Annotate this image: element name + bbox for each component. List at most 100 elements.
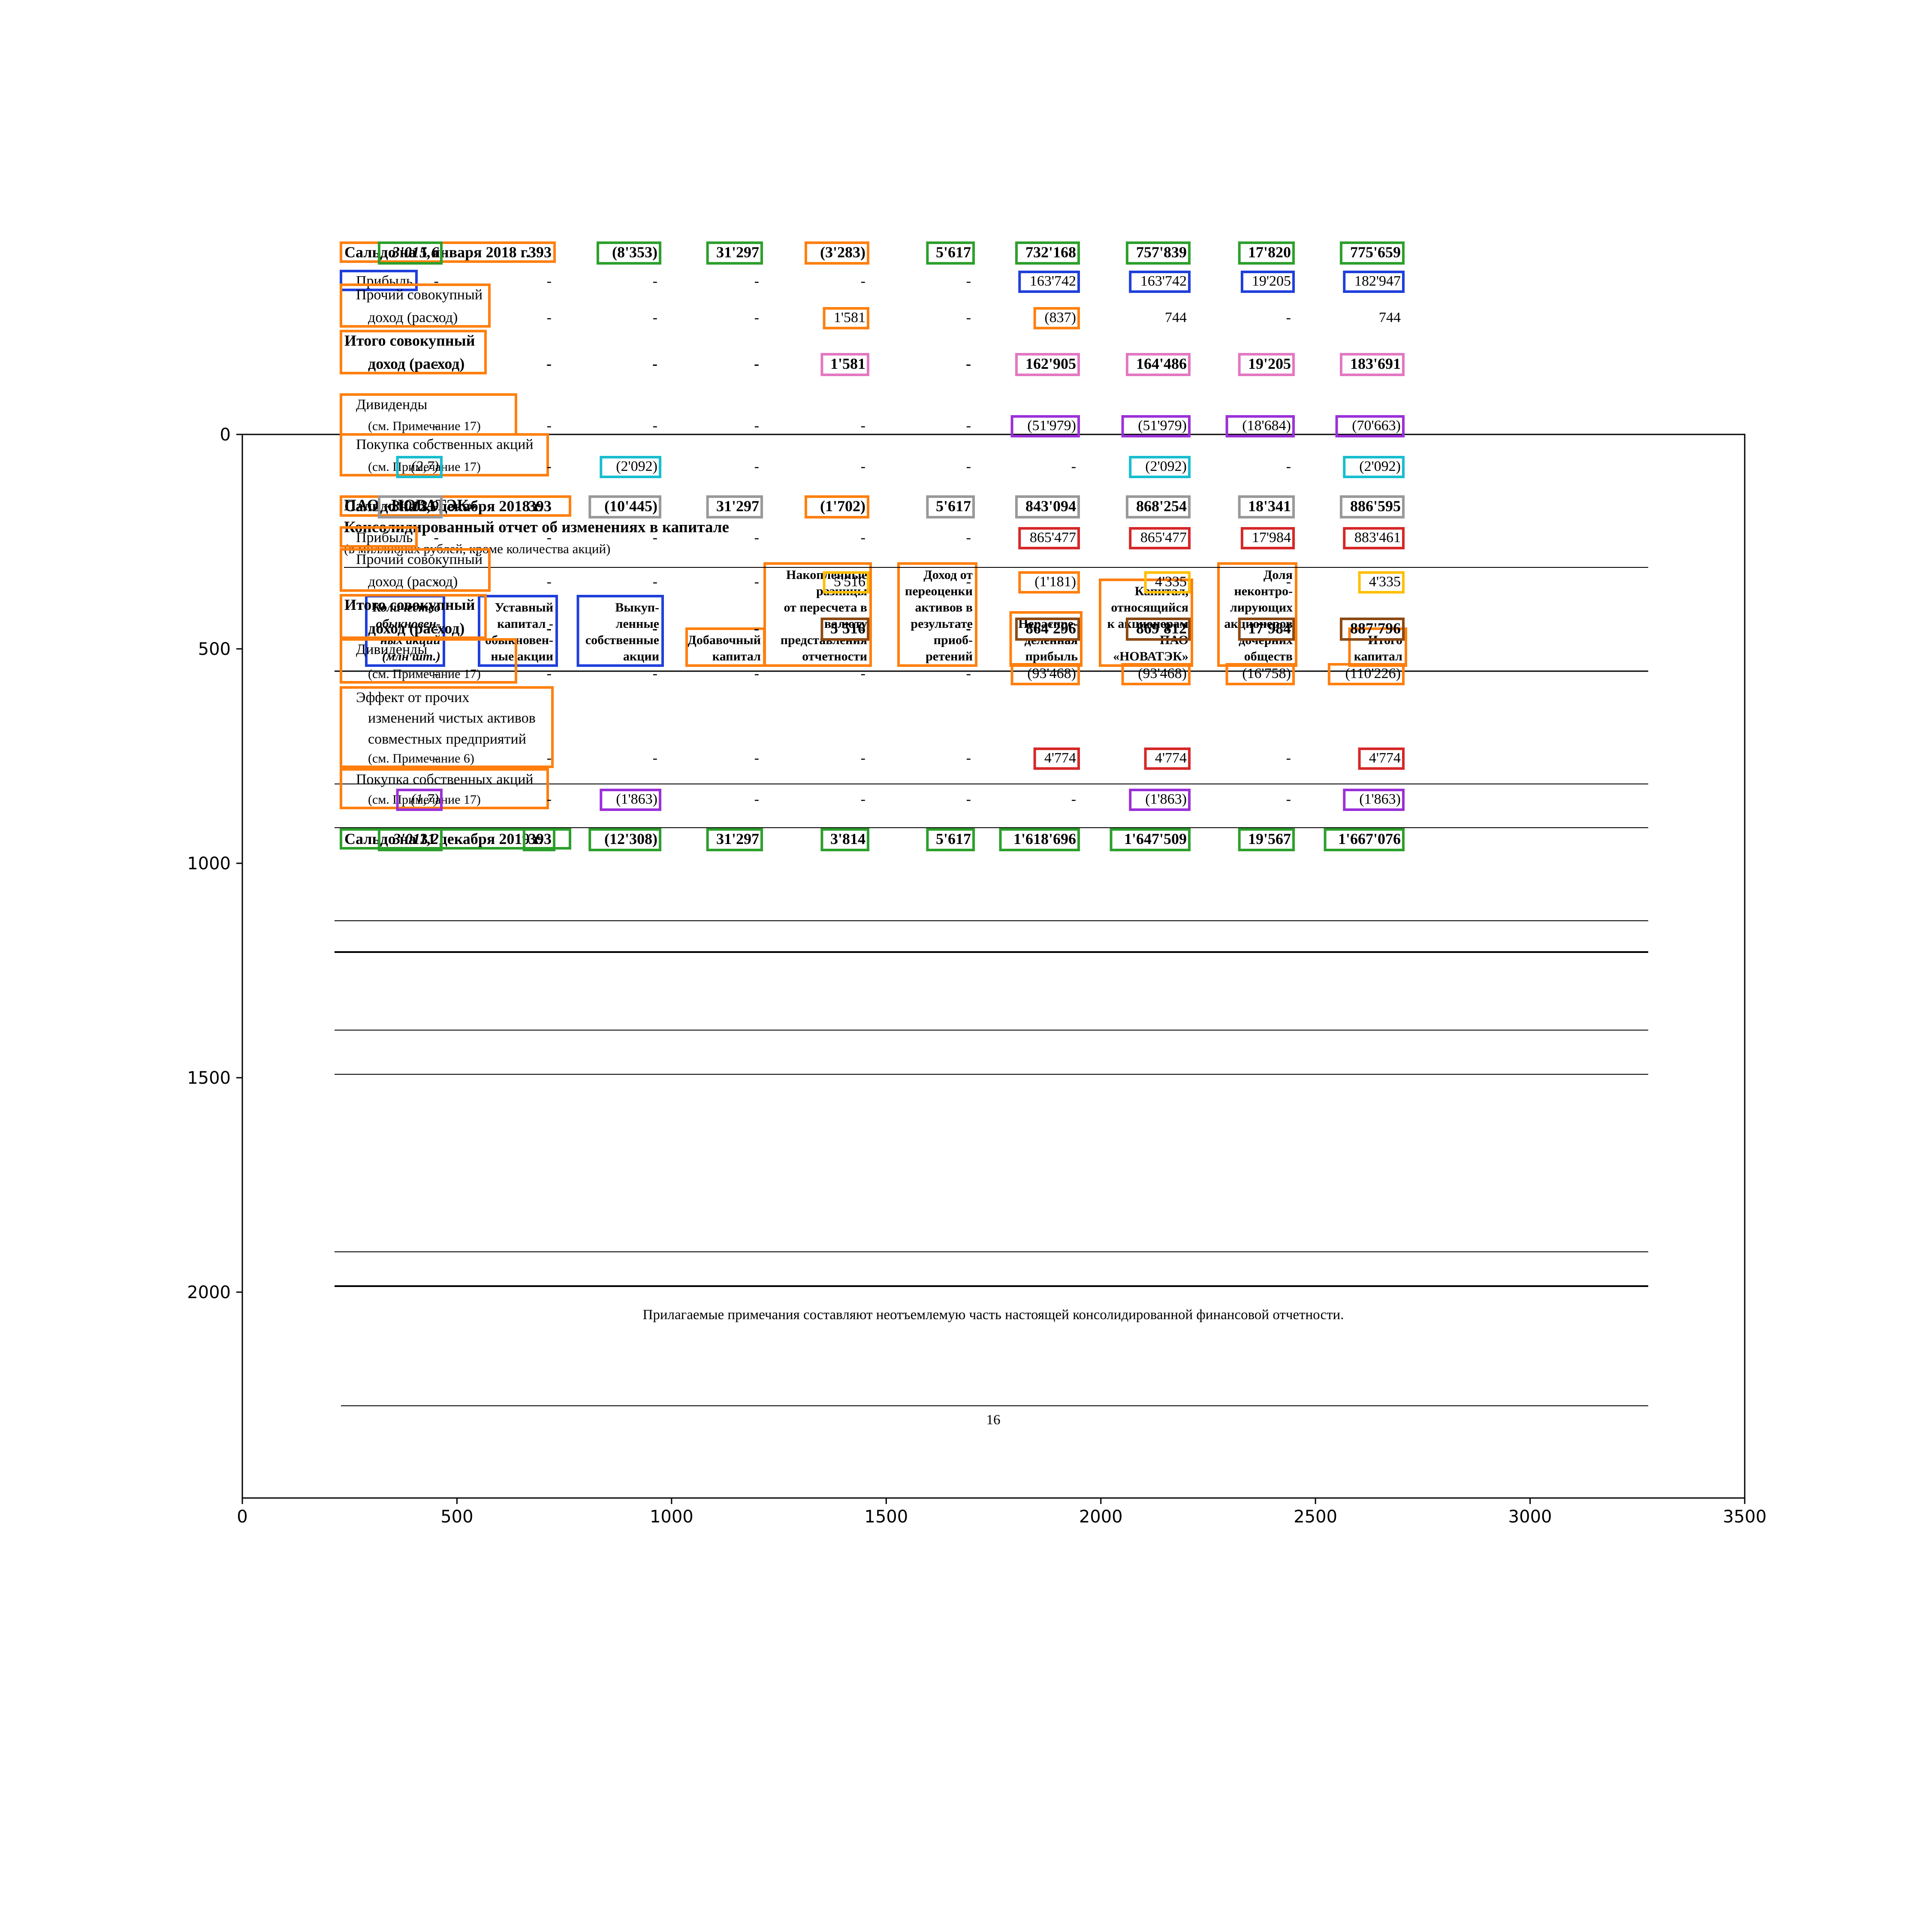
cell-value-box [1110, 828, 1191, 851]
cell-value: (110'226) [1345, 666, 1401, 681]
cell-value: - [966, 418, 971, 434]
cell-value-box [1343, 789, 1405, 811]
cell-value-box [999, 828, 1080, 851]
cell-value: - [547, 530, 552, 546]
column-header-line: Количество [372, 600, 440, 615]
column-header-line: Добавочный [688, 633, 761, 647]
column-header-box [478, 595, 558, 667]
column-header-line: лирующих [1230, 600, 1293, 615]
cell-value-box [926, 828, 975, 851]
cell-value: 4'774 [1369, 750, 1401, 766]
cell-value: 17'984 [1252, 530, 1291, 546]
cell-value: - [546, 620, 552, 637]
cell-value-box [926, 241, 975, 265]
cell-value-box [1015, 618, 1080, 641]
cell-value: - [653, 310, 657, 326]
cell-value: - [546, 355, 552, 372]
table-rules [335, 567, 1648, 1287]
row-label-box [340, 768, 549, 809]
cell-value: - [434, 750, 439, 766]
row-label-box [340, 330, 487, 374]
cell-value: 18'341 [1248, 497, 1291, 515]
cell-value: - [754, 273, 759, 289]
cell-value: 393 [528, 497, 552, 515]
cell-value-box [1125, 353, 1191, 376]
cell-value: 1'581 [834, 310, 865, 326]
cell-value-box [396, 789, 443, 811]
cell-value-box [706, 495, 763, 518]
cell-value: - [966, 273, 971, 289]
column-header-line: ретений [926, 649, 973, 663]
column-header-line: приоб- [934, 633, 973, 647]
cell-value: - [653, 750, 657, 766]
cell-value: 5'617 [936, 244, 971, 261]
column-header-line: Выкуп- [615, 600, 659, 615]
cell-value-box [1121, 415, 1191, 437]
row-label-line: доход (расход) [368, 574, 458, 590]
cell-value: 5'617 [936, 830, 971, 847]
company-name: ПАО «НОВАТЭК» [344, 497, 476, 514]
y-tick-label: 1000 [187, 854, 231, 874]
cell-value: 393 [528, 830, 552, 847]
cell-value-box [377, 828, 443, 851]
row-label-line: изменений чистых активов [368, 710, 536, 726]
cell-value: - [861, 666, 865, 681]
cell-value: (837) [1044, 310, 1076, 326]
footnote: Прилагаемые примечания составляют неотъе… [643, 1307, 1344, 1323]
row-label-line: Сальдо на 1 января 2018 г. [344, 244, 530, 261]
cell-value-box [1238, 495, 1295, 518]
cell-value: - [653, 574, 657, 590]
cell-value-box [396, 456, 443, 478]
column-header-line: ные акции [491, 649, 553, 663]
cell-value: 3'011,2 [392, 830, 439, 847]
cell-value: - [547, 666, 552, 681]
cell-value: 868'254 [1136, 497, 1187, 515]
cell-value: 887'796 [1350, 620, 1401, 637]
cell-value-box [1018, 571, 1080, 594]
cell-value: (1'702) [820, 497, 865, 515]
cell-value-box [1010, 415, 1080, 437]
row-label-line: доход (расход) [368, 355, 464, 372]
row-label-box [340, 686, 554, 768]
cell-value: - [966, 458, 971, 474]
column-header-line: относящийся [1111, 600, 1188, 615]
cell-value: - [861, 418, 865, 434]
cell-value: - [547, 418, 552, 434]
cell-value: - [861, 750, 865, 766]
column-header-line: Доход от [923, 568, 973, 582]
cell-value: - [547, 458, 552, 474]
cell-value: 865'477 [1140, 530, 1187, 546]
row-label-line: (см. Примечание 17) [368, 793, 481, 807]
cell-value: (2'092) [616, 458, 657, 474]
column-header-line: акции [623, 649, 659, 663]
cell-value: - [1286, 750, 1291, 766]
cell-value: - [861, 458, 865, 474]
cell-value: - [653, 418, 657, 434]
row-label-box [340, 638, 517, 684]
x-tick-label: 0 [237, 1507, 247, 1527]
column-header-line: неконтро- [1234, 584, 1293, 598]
cell-value-box [823, 571, 869, 594]
cell-value: - [434, 273, 439, 289]
cell-value-box [820, 353, 870, 376]
x-tick-label: 2500 [1294, 1507, 1337, 1527]
cell-value: 3'814 [830, 830, 865, 847]
cell-value: 31'297 [716, 497, 759, 515]
row-label-line: (см. Примечание 6) [368, 751, 474, 766]
cell-value: (12'308) [604, 830, 657, 847]
cell-value: - [754, 458, 759, 474]
cell-value: 17'820 [1248, 244, 1291, 261]
cell-value-box [1339, 241, 1405, 265]
cell-value-box [1238, 241, 1295, 265]
row-label-line: Прочий совокупный [356, 287, 482, 303]
cell-value: (2,7) [411, 458, 439, 474]
cell-value: (1'181) [1034, 574, 1076, 590]
x-tick-label: 1000 [650, 1507, 694, 1527]
cell-value: - [434, 310, 439, 326]
cell-value: - [547, 750, 552, 766]
cell-value: 744 [1379, 310, 1401, 326]
row-label-line: Прибыль [356, 273, 413, 289]
